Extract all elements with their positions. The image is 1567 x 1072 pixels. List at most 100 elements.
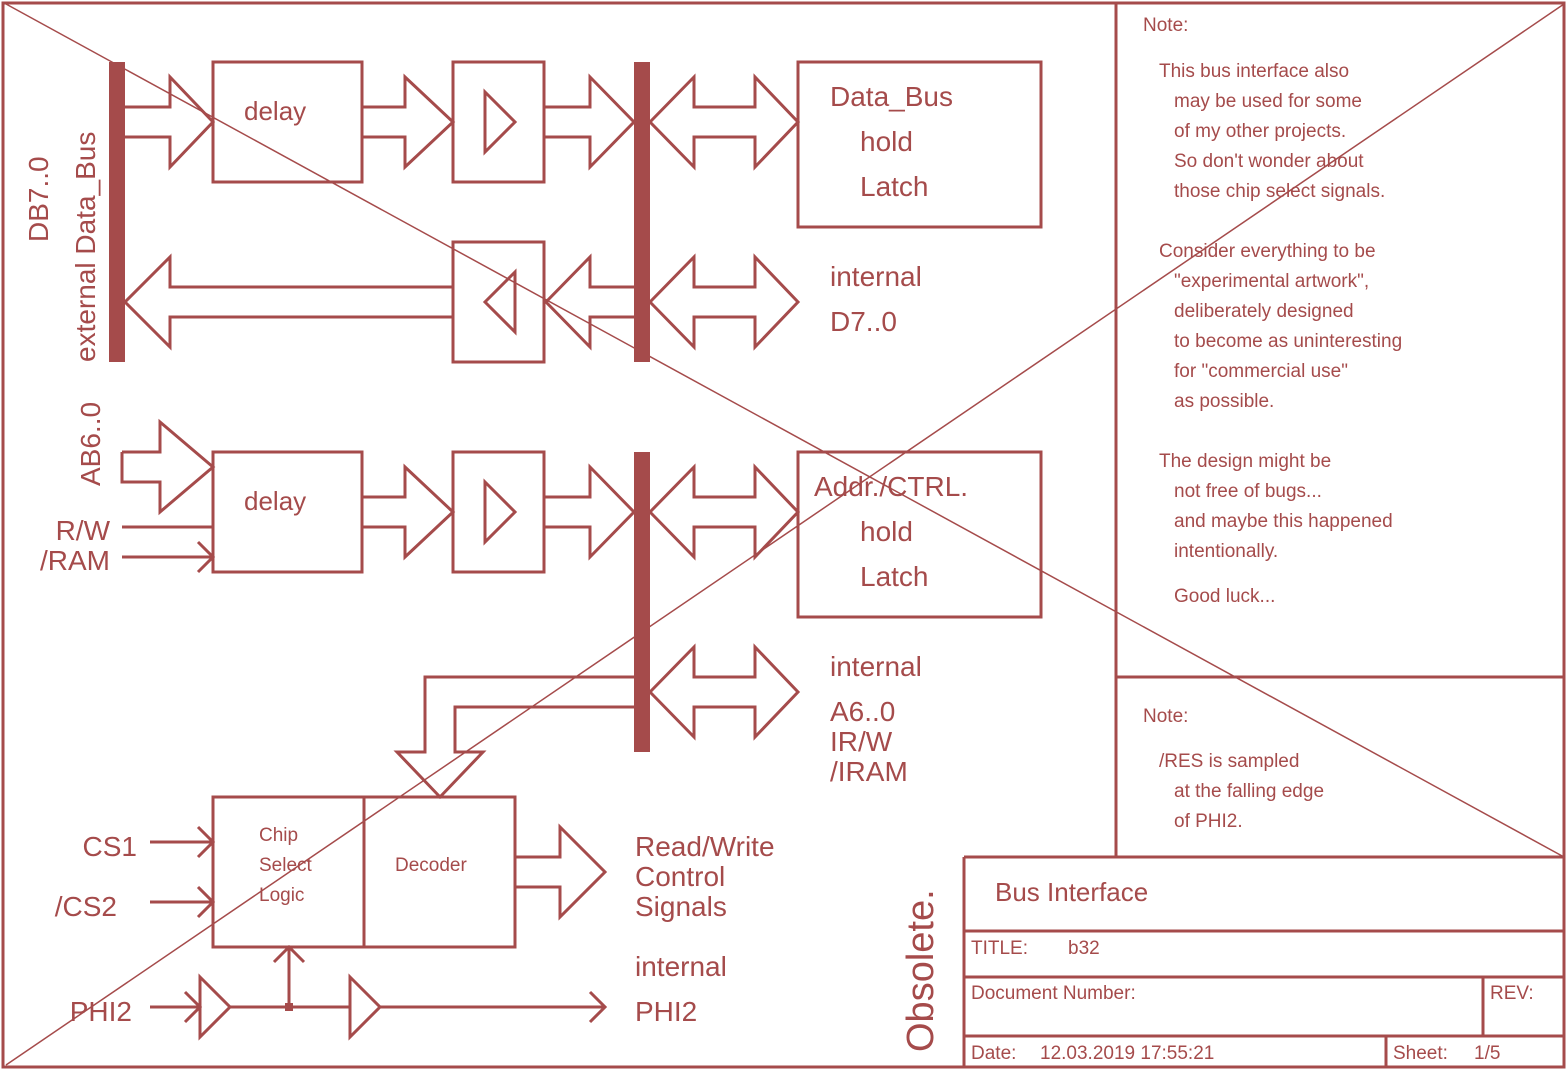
title-value: b32: [1068, 938, 1100, 959]
note1-line: for "commercial use": [1174, 361, 1348, 382]
chip-select-label-2: Select: [259, 855, 313, 876]
note1-line: of my other projects.: [1174, 121, 1346, 142]
bus-arrow-internal-to-outbuffer: [543, 253, 634, 351]
note1-heading: Note:: [1143, 15, 1188, 36]
external-bus-label-2: external Data_Bus: [70, 132, 101, 362]
data-latch-label-1: Data_Bus: [830, 81, 953, 112]
note2-body: /RES is sampled at the falling edge of P…: [1159, 751, 1324, 832]
phi2-out-arrowhead-icon: [588, 990, 608, 1024]
data-latch-label-2: hold: [860, 126, 913, 157]
ram-label: /RAM: [40, 545, 110, 576]
note2-heading: Note:: [1143, 706, 1188, 727]
internal-data-label-1: internal: [830, 261, 922, 292]
address-bus-label: AB6..0: [75, 402, 106, 486]
buffer-triangle-left-icon: [482, 268, 517, 336]
internal-data-label-2: D7..0: [830, 306, 897, 337]
bus-arrow-bidir-internal-data: [648, 253, 801, 351]
note1-line: intentionally.: [1174, 541, 1278, 562]
decoder-label: Decoder: [395, 855, 467, 876]
data-delay-block: [211, 60, 364, 184]
note1-line: may be used for some: [1174, 91, 1362, 112]
bus-arrow-addr-to-delay: [120, 418, 216, 516]
note1-line: and maybe this happened: [1174, 511, 1393, 532]
buffer-triangle-icon: [483, 88, 518, 156]
bus-arrow-bidir-addr-latch: [648, 463, 801, 561]
ram-arrowhead-icon: [196, 540, 216, 574]
internal-addr-label-2: A6..0: [830, 696, 895, 727]
rw-control-label-1: Read/Write: [635, 831, 775, 862]
obsolete-cross-line-1: [5, 3, 1565, 858]
phi2-buffer-2-icon: [348, 973, 383, 1041]
addr-buffer-triangle-icon: [483, 478, 518, 546]
rw-control-label-2: Control: [635, 861, 725, 892]
bus-arrow-addr-to-decoder: [393, 675, 634, 800]
date-label: Date:: [971, 1043, 1016, 1064]
note1-body: This bus interface also may be used for …: [1159, 61, 1402, 607]
addr-latch-label-1: Addr./CTRL.: [814, 471, 968, 502]
cs1-label: CS1: [83, 831, 137, 862]
external-bus-label-1: DB7..0: [23, 156, 54, 242]
rw-label: R/W: [56, 515, 111, 546]
note1-line: "experimental artwork",: [1174, 271, 1369, 292]
phi2-input-label: PHI2: [70, 996, 132, 1027]
bus-arrow-addrbuffer-to-internal: [544, 463, 637, 561]
note1-line: those chip select signals.: [1174, 181, 1385, 202]
data-out-buffer-block: [451, 240, 546, 364]
internal-addr-label-1: internal: [830, 651, 922, 682]
note1-line: to become as uninteresting: [1174, 331, 1402, 352]
external-data-bus-bar: [109, 62, 125, 362]
bus-arrow-outbuffer-to-ext: [122, 253, 453, 351]
title-label: TITLE:: [971, 938, 1028, 959]
bus-arrow-bidir-internal-addr: [648, 643, 801, 741]
phi2-up-arrowhead-icon: [272, 944, 306, 964]
data-in-buffer-block: [451, 60, 546, 184]
bus-arrow-delay-to-buffer: [362, 73, 456, 171]
obsolete-stamp: Obsolete.: [900, 889, 942, 1052]
data-bus-hold-latch-block: [796, 60, 1043, 229]
note2-line: of PHI2.: [1174, 811, 1243, 832]
note2-line: /RES is sampled: [1159, 751, 1299, 772]
decoder-block: [362, 795, 517, 949]
note2-line: at the falling edge: [1174, 781, 1324, 802]
phi2-buffer-1-icon: [198, 973, 233, 1041]
bus-arrow-bidir-latch: [648, 73, 801, 171]
rev-label: REV:: [1490, 983, 1534, 1004]
internal-phi2-label-1: internal: [635, 951, 727, 982]
chip-select-label-1: Chip: [259, 825, 298, 846]
addr-latch-label-2: hold: [860, 516, 913, 547]
title-block-heading: Bus Interface: [995, 877, 1148, 907]
addr-ctrl-hold-latch-block: [796, 450, 1043, 619]
bus-arrow-decoder-output: [515, 823, 608, 921]
note1-line: as possible.: [1174, 391, 1274, 412]
rw-control-label-3: Signals: [635, 891, 727, 922]
note1-line: Consider everything to be: [1159, 241, 1376, 262]
data-delay-label: delay: [244, 96, 306, 126]
note1-line: not free of bugs...: [1174, 481, 1322, 502]
sheet-label: Sheet:: [1393, 1043, 1448, 1064]
note1-line: deliberately designed: [1174, 301, 1354, 322]
obsolete-cross-line-2: [5, 3, 1565, 1066]
data-latch-label-3: Latch: [860, 171, 929, 202]
note1-line: This bus interface also: [1159, 61, 1349, 82]
note1-line: The design might be: [1159, 451, 1331, 472]
internal-addr-label-3: IR/W: [830, 726, 893, 757]
date-value: 12.03.2019 17:55:21: [1040, 1043, 1214, 1064]
addr-delay-block: [211, 450, 364, 574]
addr-latch-label-3: Latch: [860, 561, 929, 592]
internal-phi2-label-2: PHI2: [635, 996, 697, 1027]
internal-addr-label-4: /IRAM: [830, 756, 908, 787]
internal-data-bus-bar: [634, 62, 650, 362]
note1-line: So don't wonder about: [1174, 151, 1364, 172]
internal-addr-bus-bar: [634, 452, 650, 752]
cs1-arrowhead-icon: [196, 825, 216, 859]
cs2-arrowhead-icon: [196, 885, 216, 919]
addr-delay-label: delay: [244, 486, 306, 516]
bus-arrow-buffer-to-internal: [544, 73, 637, 171]
document-number-label: Document Number:: [971, 983, 1136, 1004]
sheet-value: 1/5: [1474, 1043, 1500, 1064]
cs2-label: /CS2: [55, 891, 117, 922]
bus-arrow-ext-to-delay: [125, 73, 216, 171]
bus-arrow-addrdelay-to-buffer: [362, 463, 456, 561]
